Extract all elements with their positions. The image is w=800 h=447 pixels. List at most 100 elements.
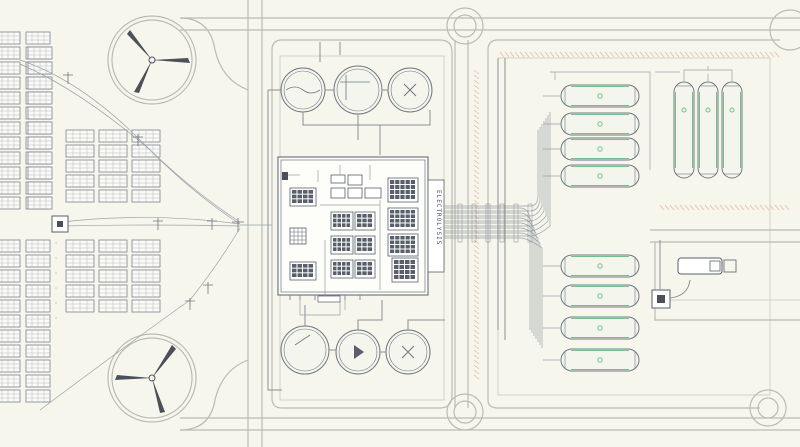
solar-panel-icon (25, 284, 51, 298)
solar-panel-icon (0, 284, 21, 298)
solar-panel-icon (131, 159, 161, 173)
solar-panel-icon (65, 129, 95, 143)
solar-panel-icon (131, 284, 161, 298)
solar-panel-icon (25, 254, 51, 268)
solar-panel-icon (0, 314, 21, 328)
solar-panel-icon (98, 189, 128, 203)
solar-panel-icon (25, 239, 51, 253)
solar-panel-icon (98, 144, 128, 158)
solar-panel-icon (27, 76, 53, 90)
solar-panel-icon (25, 359, 51, 373)
solar-panel-icon (0, 389, 21, 403)
solar-panel-icon (65, 269, 95, 283)
storage-tank-icon (673, 74, 695, 179)
clarifier-tanks-top (267, 42, 433, 300)
solar-panel-icon (25, 374, 51, 388)
truck-icon (677, 257, 723, 275)
solar-panel-icon (27, 181, 53, 195)
solar-panel-icon (131, 269, 161, 283)
solar-panel-icon (0, 269, 21, 283)
solar-panel-icon (98, 174, 128, 188)
solar-panel-icon (27, 151, 53, 165)
solar-panel-icon (0, 181, 21, 195)
solar-panel-icon (98, 299, 128, 313)
solar-panel-icon (25, 299, 51, 313)
solar-panel-icon (0, 136, 21, 150)
solar-panel-icon (27, 136, 53, 150)
solar-panel-icon (27, 106, 53, 120)
junction-box (51, 215, 69, 233)
clarifier-tank-icon (280, 325, 330, 375)
solar-panel-icon (0, 106, 21, 120)
storage-tank-icon (543, 316, 640, 340)
solar-panel-icon (0, 76, 21, 90)
building-equipment (282, 165, 437, 300)
solar-panel-icon (65, 174, 95, 188)
solar-panel-icon (98, 269, 128, 283)
solar-panel-icon (65, 299, 95, 313)
vertical-storage (673, 66, 743, 179)
solar-panel-icon (0, 344, 21, 358)
wind-turbine-bottom (107, 333, 197, 423)
solar-arrays (0, 31, 161, 403)
solar-panel-icon (98, 159, 128, 173)
solar-panel-icon (98, 284, 128, 298)
solar-panel-icon (0, 239, 21, 253)
storage-tank-icon (543, 284, 640, 308)
clarifier-tanks-bottom (267, 300, 445, 391)
transmission-lines (19, 59, 272, 411)
solar-panel-icon (131, 254, 161, 268)
solar-panel-icon (25, 389, 51, 403)
clarifier-tank-icon (387, 67, 433, 113)
storage-tank-icon (543, 164, 640, 188)
clarifier-tank-icon (385, 329, 431, 375)
solar-panel-icon (27, 196, 53, 210)
storage-tank-icon (697, 74, 719, 179)
solar-panel-icon (0, 329, 21, 343)
storage-tank-icon (543, 84, 640, 108)
hatched-zones (473, 51, 790, 380)
solar-panel-icon (98, 254, 128, 268)
solar-panel-icon (65, 254, 95, 268)
solar-panel-icon (0, 196, 21, 210)
solar-panel-icon (131, 174, 161, 188)
solar-panel-icon (65, 159, 95, 173)
roads (179, 0, 800, 447)
wind-turbine-icon (115, 345, 176, 413)
solar-panel-icon (98, 129, 128, 143)
solar-panel-icon (0, 374, 21, 388)
solar-panel-icon (27, 91, 53, 105)
power-pole-icon (63, 72, 244, 310)
solar-panel-icon (0, 166, 21, 180)
hydrogen-storage (543, 84, 640, 372)
pipe-bundle (444, 58, 680, 348)
solar-panel-icon (98, 239, 128, 253)
solar-panel-icon (0, 299, 21, 313)
solar-panel-icon (65, 189, 95, 203)
solar-panel-icon (25, 269, 51, 283)
storage-tank-icon (543, 112, 640, 136)
solar-panel-icon (25, 314, 51, 328)
svg-text:ELECTROLYSIS: ELECTROLYSIS (435, 190, 442, 245)
solar-panel-icon (65, 284, 95, 298)
solar-panel-icon (65, 239, 95, 253)
solar-panel-icon (0, 31, 21, 45)
solar-panel-icon (65, 144, 95, 158)
clarifier-tank-icon (280, 67, 326, 113)
solar-panel-icon (25, 31, 51, 45)
solar-panel-icon (131, 189, 161, 203)
solar-panel-icon (0, 46, 21, 60)
clarifier-tank-icon (335, 329, 381, 375)
electrolysis-label: ELECTROLYSIS (435, 190, 442, 245)
control-building: ELECTROLYSIS (277, 156, 445, 303)
solar-panel-icon (25, 329, 51, 343)
solar-panel-icon (27, 121, 53, 135)
solar-panel-icon (0, 61, 21, 75)
solar-panel-icon (0, 121, 21, 135)
solar-panel-icon (0, 151, 21, 165)
solar-panel-icon (0, 254, 21, 268)
solar-panel-icon (25, 344, 51, 358)
solar-panel-icon (27, 46, 53, 60)
